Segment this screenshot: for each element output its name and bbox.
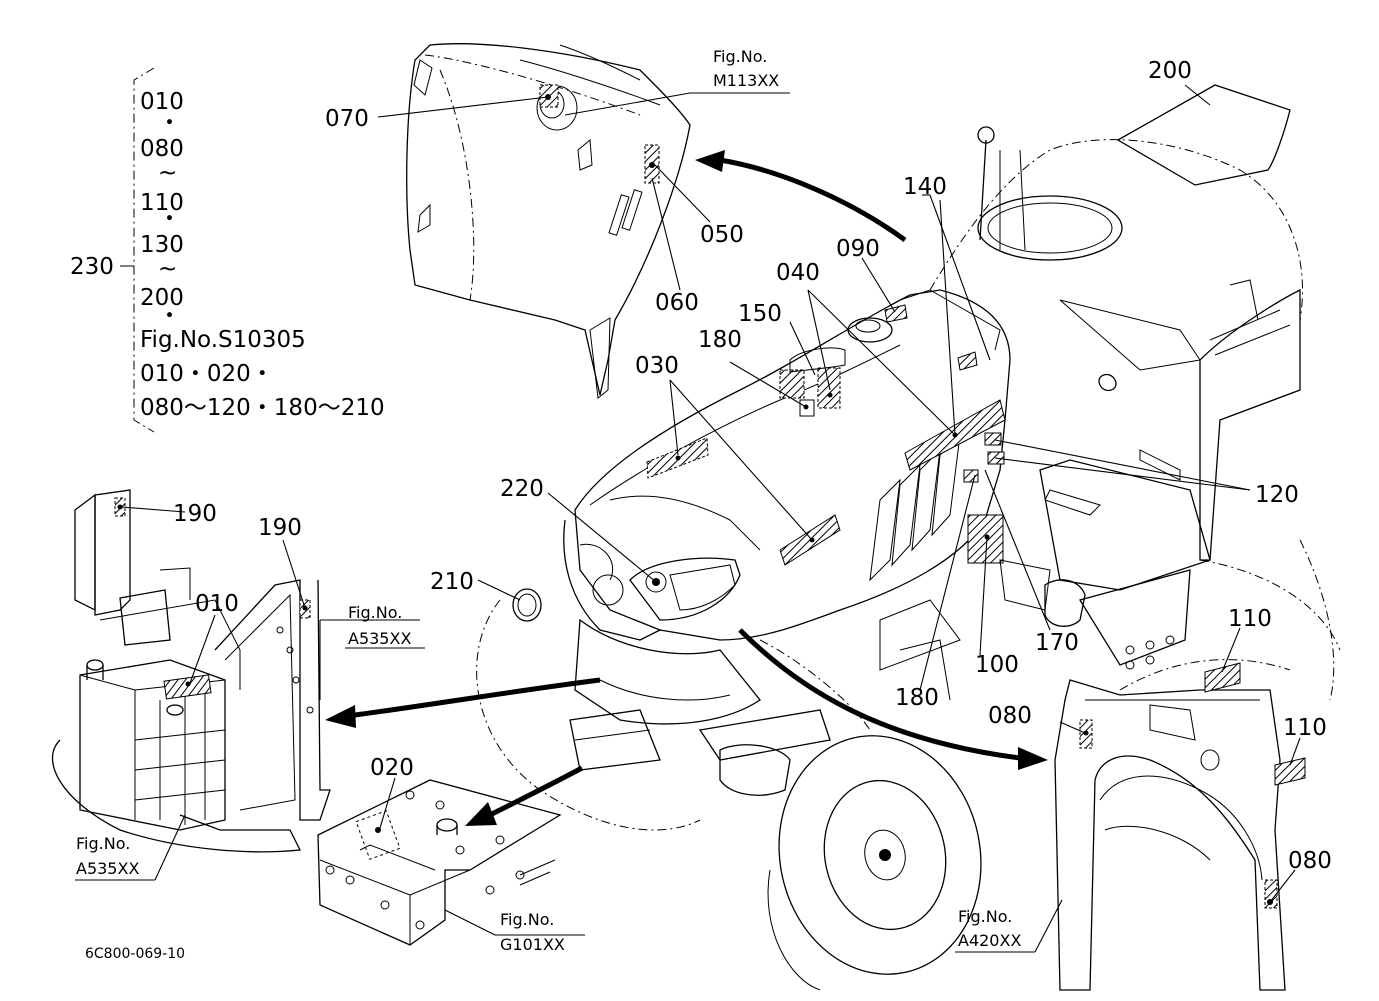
label-020 xyxy=(355,810,401,860)
callout-110-lower: 110 xyxy=(1283,715,1327,741)
fig-ref-a420-code: A420XX xyxy=(958,931,1021,950)
callout-080-upper: 080 xyxy=(988,703,1032,729)
callout-070: 070 xyxy=(325,106,369,132)
callout-090: 090 xyxy=(836,236,880,262)
hood-detail xyxy=(406,43,691,399)
callout-050: 050 xyxy=(700,222,744,248)
ref-line-10: ・ xyxy=(158,303,181,329)
callout-100: 100 xyxy=(975,652,1019,678)
label-110-lower xyxy=(1274,757,1306,786)
front-bracket-detail xyxy=(317,779,562,946)
reference-bracket xyxy=(133,67,155,433)
callout-110-upper: 110 xyxy=(1228,606,1272,632)
front-wheel xyxy=(778,735,982,975)
fig-ref-a535-right-code: A535XX xyxy=(348,629,411,648)
ref-line-6: ・ xyxy=(158,206,181,232)
callout-220: 220 xyxy=(500,476,544,502)
fig-ref-g101-code: G101XX xyxy=(500,935,565,954)
reference-list: 230 010 ・ 080 ~ 110 ・ 130 ~ 200 ・ Fig.No… xyxy=(70,67,385,433)
emblem-220 xyxy=(645,571,667,593)
callouts: 070 050 060 200 140 090 040 150 180 030 … xyxy=(173,58,1332,874)
detail-arrows xyxy=(325,150,1048,826)
fig-ref-a535-right-label: Fig.No. xyxy=(348,603,402,622)
emblem-210 xyxy=(512,588,542,622)
fig-ref-a420-label: Fig.No. xyxy=(958,907,1012,926)
callout-030: 030 xyxy=(635,353,679,379)
callout-200: 200 xyxy=(1148,58,1192,84)
ref-line-12: 010・020・ xyxy=(140,361,274,387)
ref-line-1: 010 xyxy=(140,89,184,115)
callout-180-lower: 180 xyxy=(895,685,939,711)
fig-ref-g101-label: Fig.No. xyxy=(500,910,554,929)
ref-line-13: 080～120・180～210 xyxy=(140,395,385,421)
callout-190-right: 190 xyxy=(258,515,302,541)
callout-010: 010 xyxy=(195,591,239,617)
battery-detail xyxy=(51,489,331,853)
callout-140: 140 xyxy=(903,174,947,200)
ref-line-9: 200 xyxy=(140,285,184,311)
bracket-number: 230 xyxy=(70,254,114,280)
fig-ref-m113-label: Fig.No. xyxy=(713,47,767,66)
ref-line-7: 130 xyxy=(140,232,184,258)
callout-210: 210 xyxy=(430,569,474,595)
callout-120: 120 xyxy=(1255,482,1299,508)
ref-line-3: 080 xyxy=(140,136,184,162)
label-110-upper xyxy=(1204,662,1241,693)
fender-detail xyxy=(1054,659,1306,991)
label-010-battery xyxy=(163,674,212,700)
drawing-number: 6C800-069-10 xyxy=(85,946,185,962)
callout-060: 060 xyxy=(655,290,699,316)
steering-wheel xyxy=(977,195,1123,261)
fig-ref-m113-code: M113XX xyxy=(713,71,779,90)
callout-190-left: 190 xyxy=(173,501,217,527)
callout-170: 170 xyxy=(1035,630,1079,656)
label-090 xyxy=(884,304,908,323)
ref-line-5: 110 xyxy=(140,190,184,216)
bonnet xyxy=(574,289,1011,641)
callout-180-upper: 180 xyxy=(698,327,742,353)
fig-ref-a535-left-code: A535XX xyxy=(76,859,139,878)
tractor-body xyxy=(476,126,1341,991)
ref-line-2: ・ xyxy=(158,110,181,136)
figure-references: Fig.No. M113XX Fig.No. A535XX Fig.No. A5… xyxy=(76,47,1021,954)
callout-150: 150 xyxy=(738,301,782,327)
callout-020: 020 xyxy=(370,755,414,781)
leader-lines xyxy=(75,84,1301,953)
ref-line-4: ~ xyxy=(158,160,177,186)
sheet-200 xyxy=(1116,84,1291,186)
ref-line-8: ~ xyxy=(158,256,177,282)
fuel-cap xyxy=(847,317,893,343)
callout-080-lower: 080 xyxy=(1288,848,1332,874)
fig-ref-a535-left-label: Fig.No. xyxy=(76,834,130,853)
ref-line-11: Fig.No.S10305 xyxy=(140,327,306,353)
callout-040: 040 xyxy=(776,260,820,286)
